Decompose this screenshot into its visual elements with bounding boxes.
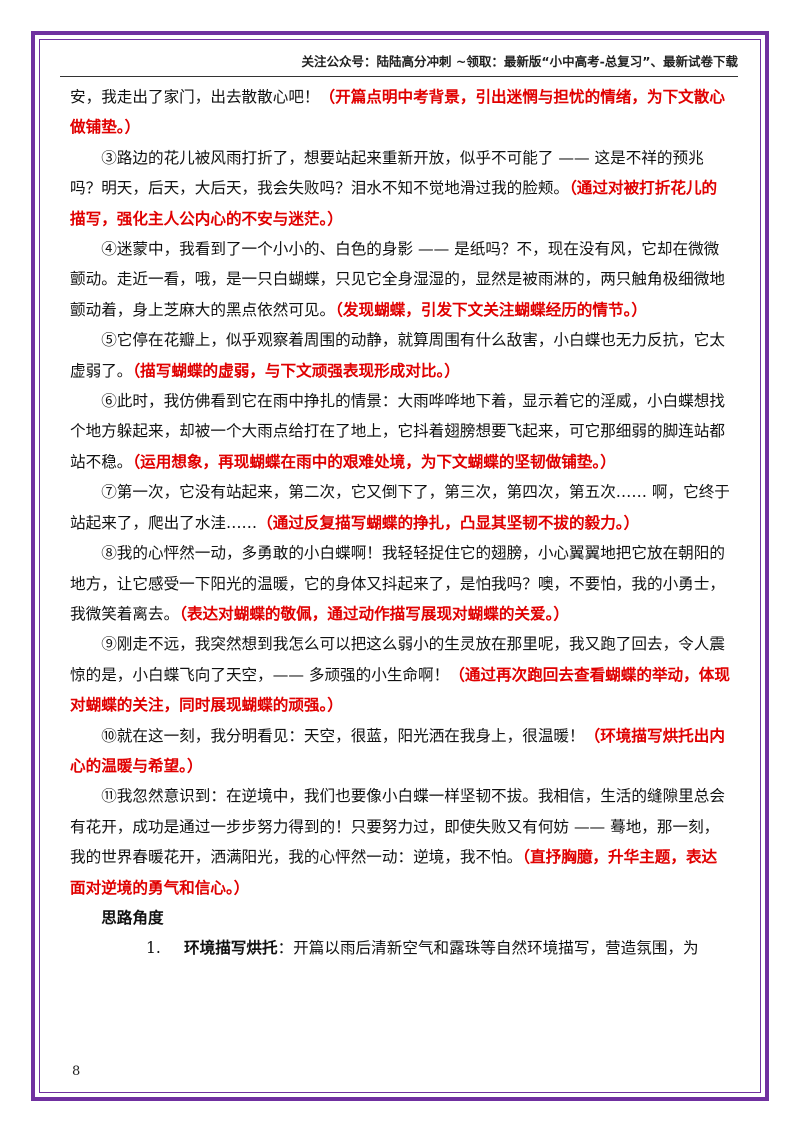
annotation: （通过对被打折花儿的描写，强化主人公内心的不安与迷茫。） [70, 179, 718, 228]
page-border-outer [31, 31, 769, 1101]
paragraph: ③路边的花儿被风雨打折了，想要站起来重新开放，似乎不可能了 —— 这是不祥的预兆… [70, 148, 718, 228]
paragraph: ⑪我忽然意识到：在逆境中，我们也要像小白蝶一样坚韧不拔。我相信，生活的缝隙里总会… [70, 787, 725, 897]
annotation: （表达对蝴蝶的敬佩，通过动作描写展现对蝴蝶的关爱。） [179, 604, 570, 623]
annotation: （开篇点明中考背景，引出迷惘与担忧的情绪，为下文散心做铺垫。） [70, 88, 725, 137]
annotation: （发现蝴蝶，引发下文关注蝴蝶经历的情节。） [335, 300, 647, 319]
paragraph: ⑨刚走不远，我突然想到我怎么可以把这么弱小的生灵放在那里呢，我又跑了回去，令人震… [70, 635, 730, 715]
header-text: 关注公众号：陆陆高分冲刺 ~领取：最新版“小中高考-总复习”、最新试卷下载 [301, 54, 738, 69]
annotation: （通过再次跑回去查看蝴蝶的举动，体现对蝴蝶的关注，同时展现蝴蝶的顽强。） [70, 665, 730, 715]
page-border-inner [39, 39, 761, 1093]
document-body: 安，我走出了家门，出去散散心吧！（开篇点明中考背景，引出迷惘与担忧的情绪，为下文… [70, 82, 730, 964]
section-title: 思路角度 [101, 908, 164, 927]
annotation: （环境描写烘托出内心的温暖与希望。） [70, 726, 725, 775]
list-number: 1. [146, 939, 161, 958]
list-item: 1.环境描写烘托：开篇以雨后清新空气和露珠等自然环境描写，营造氛围，为 [70, 933, 730, 963]
annotation: （运用想象，再现蝴蝶在雨中的艰难处境，为下文蝴蝶的坚韧做铺垫。） [132, 452, 616, 471]
annotation: （直抒胸臆，升华主题，表达面对逆境的勇气和信心。） [70, 848, 718, 897]
paragraph: ⑦第一次，它没有站起来，第二次，它又倒下了，第三次，第四次，第五次…… 啊，它终… [70, 483, 730, 532]
annotation: （描写蝴蝶的虚弱，与下文顽强表现形成对比。） [132, 361, 460, 380]
paragraph: ⑤它停在花瓣上，似乎观察着周围的动静，就算周围有什么敌害，小白蝶也无力反抗，它太… [70, 331, 725, 380]
list-term: 环境描写烘托 [184, 939, 278, 958]
annotation: （通过反复描写蝴蝶的挣扎，凸显其坚韧不拔的毅力。） [257, 513, 640, 532]
page-header: 关注公众号：陆陆高分冲刺 ~领取：最新版“小中高考-总复习”、最新试卷下载 [60, 52, 738, 77]
page-number: 8 [72, 1064, 81, 1079]
paragraph: ⑧我的心怦然一动，多勇敢的小白蝶啊！我轻轻捉住它的翅膀，小心翼翼地把它放在朝阳的… [70, 544, 725, 623]
paragraph: ④迷蒙中，我看到了一个小小的、白色的身影 —— 是纸吗？不，现在没有风，它却在微… [70, 240, 725, 319]
paragraph: ⑩就在这一刻，我分明看见：天空，很蓝，阳光洒在我身上，很温暖！（环境描写烘托出内… [70, 726, 725, 775]
paragraph: 安，我走出了家门，出去散散心吧！（开篇点明中考背景，引出迷惘与担忧的情绪，为下文… [70, 88, 725, 137]
paragraph: ⑥此时，我仿佛看到它在雨中挣扎的情景：大雨哗哗地下着，显示着它的淫威，小白蝶想找… [70, 392, 725, 471]
